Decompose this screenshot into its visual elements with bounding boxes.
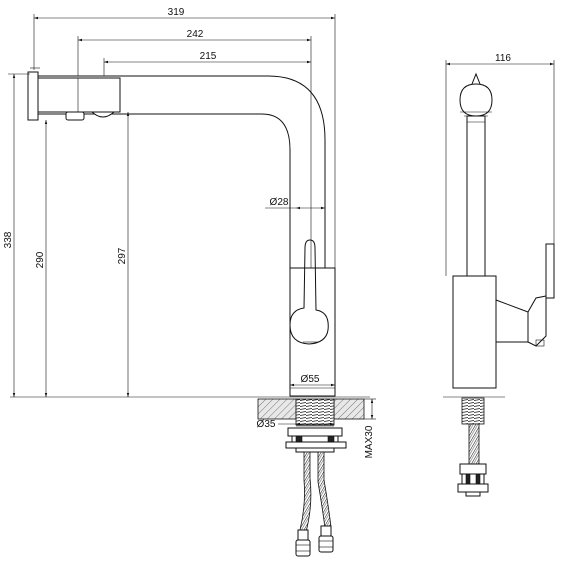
faucet-body (289, 267, 336, 397)
dim-spout-reach-inner: 215 (200, 51, 217, 62)
dim-spout-height: 297 (117, 247, 128, 264)
supply-hoses (295, 451, 334, 557)
dimension-labels: 319 242 215 338 290 297 Ø28 Ø55 Ø35 MAX3… (3, 7, 511, 458)
countertop-section (257, 398, 365, 453)
threaded-shank (295, 398, 335, 426)
dim-spout-diameter: Ø28 (270, 197, 289, 208)
spout-rear-cap (27, 71, 39, 121)
side-body (452, 275, 497, 389)
dim-side-width: 116 (495, 53, 511, 64)
handle-lever (289, 239, 329, 345)
front-view (10, 67, 370, 398)
dim-overall-height: 338 (3, 231, 14, 248)
side-lever (495, 299, 529, 343)
side-handle-top (459, 83, 493, 117)
dim-base-diameter: Ø55 (301, 374, 320, 385)
dim-outlet-height: 290 (35, 251, 46, 268)
dim-overall-width: 319 (168, 7, 185, 18)
spout-outline (34, 75, 326, 268)
side-view (443, 72, 555, 497)
side-lever-handle (545, 243, 555, 299)
aerator-left (65, 111, 85, 121)
side-spout-column (466, 115, 486, 277)
spout-nozzle (37, 77, 121, 113)
dim-spout-reach: 242 (187, 29, 204, 40)
dim-max-counter: MAX30 (364, 425, 375, 458)
aerator-right (90, 111, 116, 118)
dimension-lines (8, 14, 555, 426)
dim-mount-hole: Ø35 (257, 419, 276, 430)
